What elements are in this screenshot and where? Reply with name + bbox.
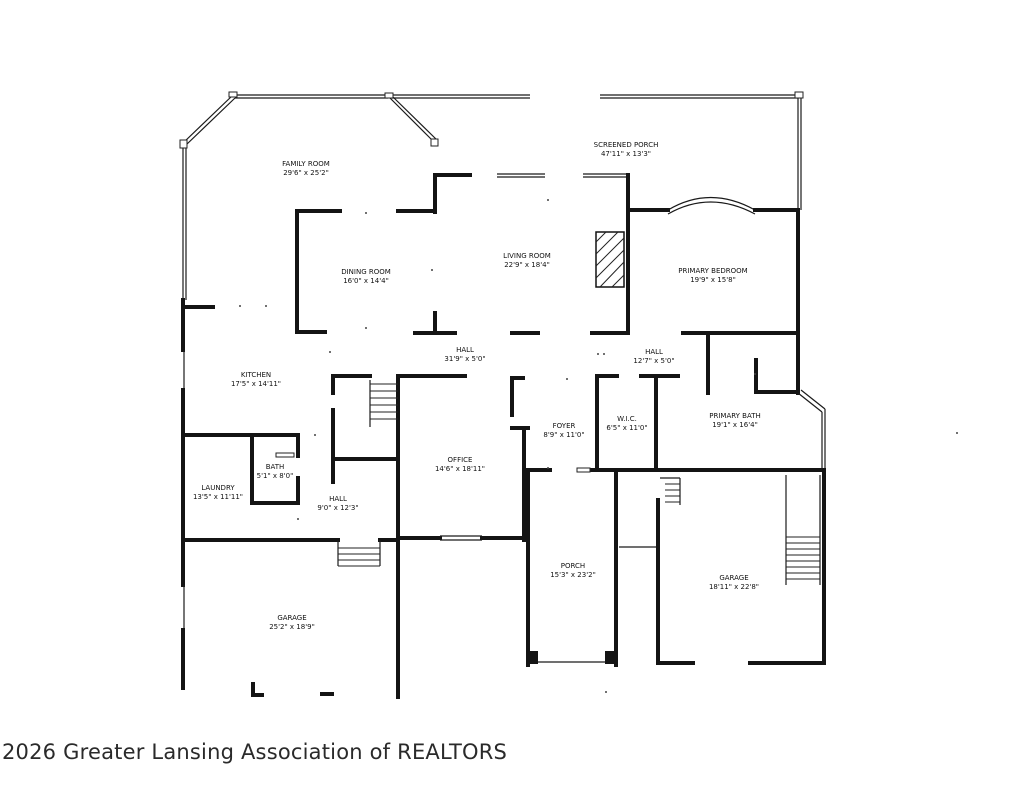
room-label-garage-west: GARAGE 25'2" x 18'9"	[269, 614, 315, 631]
room-name: OFFICE	[448, 456, 473, 464]
room-name: KITCHEN	[241, 371, 271, 379]
room-label-kitchen: KITCHEN 17'5" x 14'11"	[231, 371, 281, 388]
room-label-family-room: FAMILY ROOM 29'6" x 25'2"	[282, 160, 330, 177]
room-label-living-room: LIVING ROOM 22'9" x 18'4"	[503, 252, 551, 269]
room-label-screened-porch: SCREENED PORCH 47'11" x 13'3"	[594, 141, 659, 158]
room-name: HALL	[645, 348, 663, 356]
plan-marks	[239, 199, 958, 693]
room-name: BATH	[266, 463, 285, 471]
room-dims: 31'9" x 5'0"	[444, 355, 485, 363]
room-label-hall-east: HALL 12'7" x 5'0"	[633, 348, 674, 365]
room-dims: 19'9" x 15'8"	[690, 276, 736, 284]
dining-room-walls	[295, 209, 540, 335]
room-label-office: OFFICE 14'6" x 18'11"	[435, 456, 485, 473]
room-name: PORCH	[561, 562, 585, 570]
primary-bedroom-walls	[590, 196, 800, 395]
room-label-dining-room: DINING ROOM 16'0" x 14'4"	[341, 268, 391, 285]
room-name: LAUNDRY	[201, 484, 235, 492]
room-dims: 13'5" x 11'11"	[193, 493, 243, 501]
room-dims: 29'6" x 25'2"	[283, 169, 329, 177]
living-room-north-wall	[396, 173, 630, 332]
room-dims: 8'9" x 11'0"	[543, 431, 584, 439]
center-stair-walls	[331, 374, 467, 542]
office-foyer-walls	[396, 376, 824, 542]
porch-walls	[526, 468, 656, 667]
wic-primary-bath-walls	[595, 331, 826, 472]
room-dims: 47'11" x 13'3"	[601, 150, 651, 158]
room-name: DINING ROOM	[341, 268, 391, 276]
room-label-laundry: LAUNDRY 13'5" x 11'11"	[193, 484, 243, 501]
room-dims: 22'9" x 18'4"	[504, 261, 550, 269]
room-dims: 17'5" x 14'11"	[231, 380, 281, 388]
room-dims: 15'3" x 23'2"	[550, 571, 596, 579]
room-name: PRIMARY BATH	[709, 412, 760, 420]
room-label-garage-east: GARAGE 18'11" x 22'8"	[709, 574, 759, 591]
room-dims: 6'5" x 11'0"	[606, 424, 647, 432]
room-dims: 9'0" x 12'3"	[317, 504, 358, 512]
room-name: GARAGE	[277, 614, 306, 622]
room-name: FOYER	[553, 422, 576, 430]
room-name: HALL	[329, 495, 347, 503]
family-room-window-walls	[179, 91, 530, 300]
room-name: GARAGE	[719, 574, 748, 582]
room-name: HALL	[456, 346, 474, 354]
room-label-wic: W.I.C. 6'5" x 11'0"	[606, 415, 647, 432]
east-garage-walls	[656, 468, 826, 665]
room-dims: 19'1" x 16'4"	[712, 421, 758, 429]
room-label-primary-bath: PRIMARY BATH 19'1" x 16'4"	[709, 412, 760, 429]
kitchen-west-walls	[181, 298, 300, 542]
room-label-foyer: FOYER 8'9" x 11'0"	[543, 422, 584, 439]
screened-porch-walls	[600, 91, 804, 210]
room-label-bath: BATH 5'1" x 8'0"	[257, 463, 294, 480]
room-dims: 16'0" x 14'4"	[343, 277, 389, 285]
west-garage-walls	[181, 538, 400, 699]
room-name: SCREENED PORCH	[594, 141, 659, 149]
room-dims: 25'2" x 18'9"	[269, 623, 315, 631]
room-label-porch: PORCH 15'3" x 23'2"	[550, 562, 596, 579]
room-name: LIVING ROOM	[503, 252, 551, 260]
room-name: PRIMARY BEDROOM	[678, 267, 747, 275]
room-name: FAMILY ROOM	[282, 160, 330, 168]
room-label-hall-main: HALL 31'9" x 5'0"	[444, 346, 485, 363]
room-dims: 12'7" x 5'0"	[633, 357, 674, 365]
room-name: W.I.C.	[617, 415, 637, 423]
room-label-hall-west: HALL 9'0" x 12'3"	[317, 495, 358, 512]
room-labels: FAMILY ROOM 29'6" x 25'2" SCREENED PORCH…	[193, 141, 761, 631]
room-dims: 5'1" x 8'0"	[257, 472, 294, 480]
room-label-primary-bedroom: PRIMARY BEDROOM 19'9" x 15'8"	[678, 267, 747, 284]
copyright-watermark: 2026 Greater Lansing Association of REAL…	[2, 740, 508, 764]
room-dims: 18'11" x 22'8"	[709, 583, 759, 591]
room-dims: 14'6" x 18'11"	[435, 465, 485, 473]
